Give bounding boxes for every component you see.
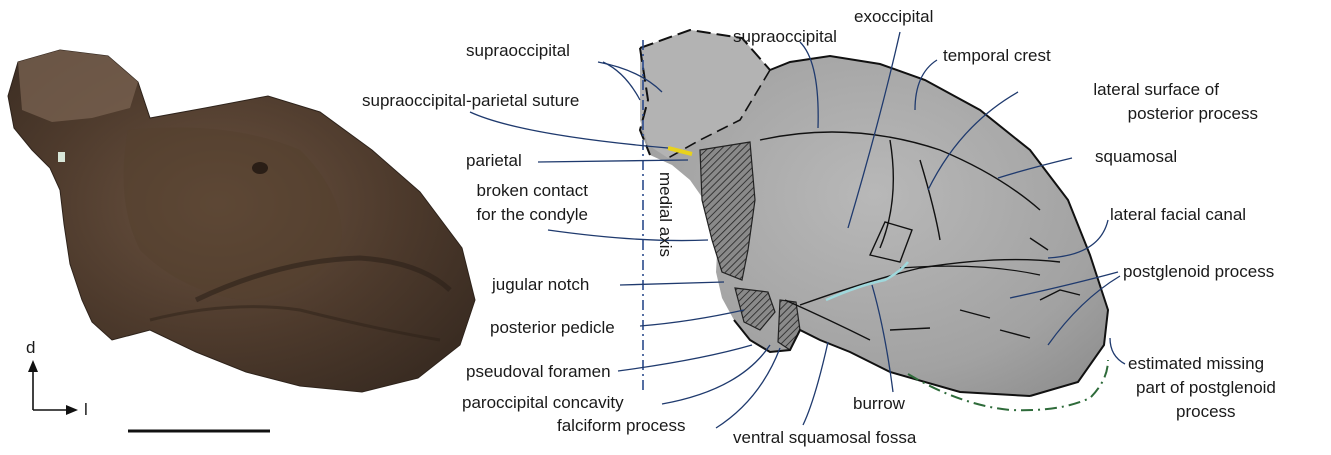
label-broken-contact-1: broken contact (428, 181, 588, 200)
label-lateral-facial-canal: lateral facial canal (1110, 205, 1246, 224)
label-postglenoid-process: postglenoid process (1123, 262, 1274, 281)
label-lateral-surface-2: posterior process (1020, 104, 1258, 123)
orientation-indicator (28, 360, 78, 415)
medial-axis-label: medial axis (656, 172, 675, 257)
label-falciform-process: falciform process (557, 416, 685, 435)
label-burrow: burrow (853, 394, 905, 413)
label-lateral-surface-1: lateral surface of (1020, 80, 1219, 99)
label-posterior-pedicle: posterior pedicle (490, 318, 615, 337)
label-exoccipital: exoccipital (854, 7, 933, 26)
label-parietal: parietal (466, 151, 522, 170)
label-broken-contact-2: for the condyle (428, 205, 588, 224)
label-estimated-3: process (1176, 402, 1236, 421)
label-temporal-crest: temporal crest (943, 46, 1051, 65)
label-supraoccipital-parietal-suture: supraoccipital-parietal suture (362, 91, 579, 110)
label-paroccipital-concavity: paroccipital concavity (462, 393, 624, 412)
label-ventral-squamosal-fossa: ventral squamosal fossa (733, 428, 916, 447)
label-estimated-1: estimated missing (1128, 354, 1264, 373)
label-supraoccipital-left: supraoccipital (466, 41, 570, 60)
label-squamosal: squamosal (1095, 147, 1177, 166)
label-pseudoval-foramen: pseudoval foramen (466, 362, 611, 381)
orientation-l-label: l (84, 400, 88, 419)
orientation-d-label: d (26, 338, 35, 357)
label-estimated-2: part of postglenoid (1136, 378, 1276, 397)
label-jugular-notch: jugular notch (492, 275, 589, 294)
label-supraoccipital-top: supraoccipital (733, 27, 837, 46)
